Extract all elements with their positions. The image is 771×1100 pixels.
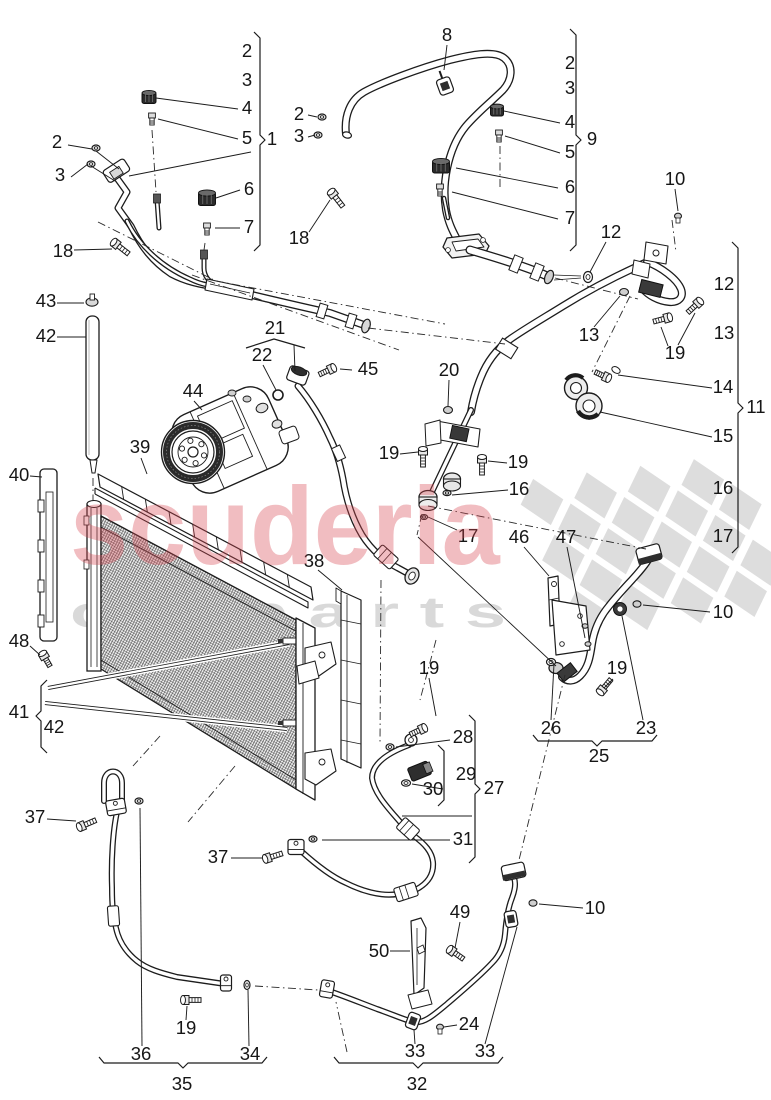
svg-text:16: 16 [509,478,530,499]
svg-text:27: 27 [484,777,505,798]
svg-text:47: 47 [556,526,577,547]
svg-text:2: 2 [294,103,304,124]
svg-text:2: 2 [242,40,252,61]
svg-text:7: 7 [244,216,254,237]
svg-text:scuderia: scuderia [70,466,501,588]
svg-text:3: 3 [55,164,65,185]
svg-text:19: 19 [176,1017,197,1038]
svg-text:18: 18 [53,240,74,261]
svg-text:23: 23 [636,717,657,738]
svg-text:13: 13 [579,324,600,345]
svg-text:19: 19 [607,657,628,678]
svg-text:5: 5 [565,141,575,162]
svg-text:14: 14 [713,376,734,397]
svg-text:37: 37 [25,806,46,827]
svg-text:12: 12 [601,221,622,242]
svg-text:4: 4 [242,97,252,118]
svg-text:13: 13 [714,322,735,343]
svg-text:24: 24 [459,1013,480,1034]
svg-text:50: 50 [369,940,390,961]
svg-text:29: 29 [456,763,477,784]
svg-text:8: 8 [442,24,452,45]
svg-text:3: 3 [242,69,252,90]
svg-text:28: 28 [453,726,474,747]
svg-text:32: 32 [407,1073,428,1094]
svg-text:17: 17 [458,525,479,546]
svg-text:20: 20 [439,359,460,380]
svg-text:40: 40 [9,464,30,485]
svg-text:18: 18 [289,227,310,248]
svg-text:10: 10 [585,897,606,918]
svg-text:36: 36 [131,1043,152,1064]
svg-text:7: 7 [565,207,575,228]
svg-text:3: 3 [294,125,304,146]
svg-text:39: 39 [130,436,151,457]
svg-text:22: 22 [252,344,273,365]
svg-text:45: 45 [358,358,379,379]
svg-text:2: 2 [52,131,62,152]
svg-text:16: 16 [713,477,734,498]
svg-text:6: 6 [565,176,575,197]
svg-text:3: 3 [565,77,575,98]
svg-text:21: 21 [265,317,286,338]
svg-text:9: 9 [587,128,597,149]
svg-text:1: 1 [267,128,277,149]
svg-text:19: 19 [665,342,686,363]
svg-text:33: 33 [475,1040,496,1061]
svg-text:10: 10 [713,601,734,622]
svg-text:37: 37 [208,846,229,867]
svg-text:19: 19 [419,657,440,678]
svg-text:10: 10 [665,168,686,189]
svg-text:44: 44 [183,380,204,401]
svg-text:5: 5 [242,127,252,148]
svg-text:6: 6 [244,178,254,199]
svg-text:41: 41 [9,701,30,722]
svg-text:35: 35 [172,1073,193,1094]
svg-text:34: 34 [240,1043,261,1064]
svg-text:17: 17 [713,525,734,546]
svg-text:12: 12 [714,273,735,294]
svg-text:26: 26 [541,717,562,738]
svg-text:25: 25 [589,745,610,766]
svg-text:31: 31 [453,828,474,849]
svg-text:30: 30 [423,778,444,799]
svg-text:33: 33 [405,1040,426,1061]
svg-text:49: 49 [450,901,471,922]
svg-text:19: 19 [379,442,400,463]
svg-text:4: 4 [565,111,575,132]
svg-text:19: 19 [508,451,529,472]
svg-text:43: 43 [36,290,57,311]
svg-text:42: 42 [36,325,57,346]
svg-text:42: 42 [44,716,65,737]
svg-text:15: 15 [713,425,734,446]
svg-text:48: 48 [9,630,30,651]
svg-text:38: 38 [304,550,325,571]
svg-text:46: 46 [509,526,530,547]
svg-text:2: 2 [565,52,575,73]
svg-text:11: 11 [746,396,765,417]
